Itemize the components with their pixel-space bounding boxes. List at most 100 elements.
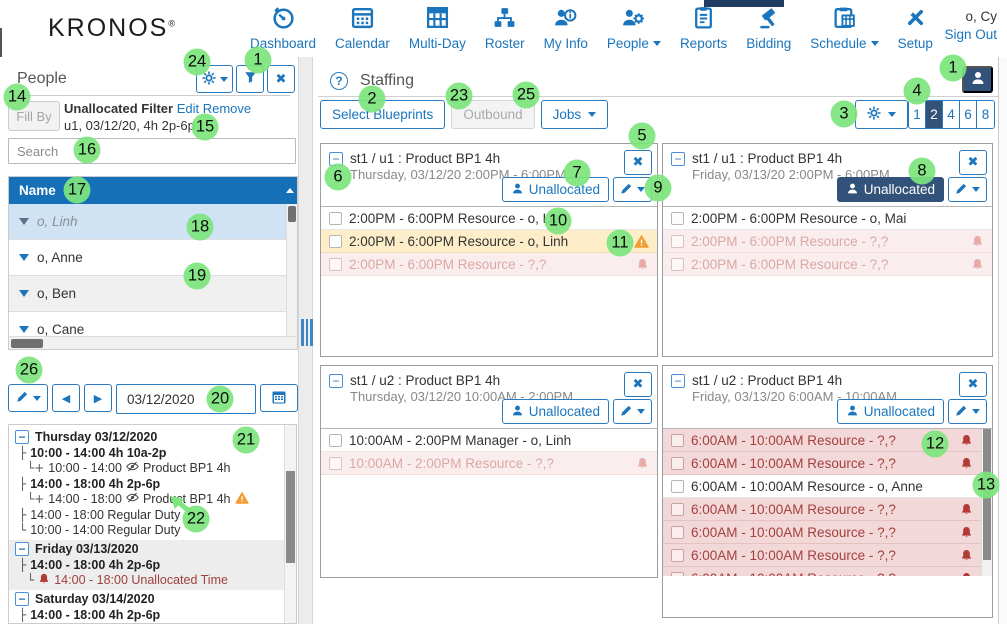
expand-triangle-icon[interactable] xyxy=(19,254,29,261)
nav-item-multi-day[interactable]: Multi-Day xyxy=(403,5,472,51)
shift-row[interactable]: 6:00AM - 10:00AM Resource - o, Anne xyxy=(663,475,981,498)
card-close-button[interactable]: ✖ xyxy=(959,150,987,175)
collapse-icon[interactable]: − xyxy=(671,151,685,166)
collapse-icon[interactable]: − xyxy=(15,430,29,444)
help-icon[interactable]: ? xyxy=(330,72,348,90)
people-panel-toggle-button[interactable] xyxy=(962,66,993,93)
tree-shift-item[interactable]: ├14:00 - 18:00 4h 2p-6p xyxy=(19,476,161,491)
filter-edit-link[interactable]: Edit xyxy=(176,101,200,116)
splitter-grip-icon[interactable] xyxy=(301,319,313,346)
shift-row-open[interactable]: 10:00AM - 2:00PM Resource - ?,? xyxy=(321,452,657,475)
shift-row-open[interactable]: 2:00PM - 6:00PM Resource - ?,? xyxy=(663,253,992,276)
tree-scrollbar[interactable] xyxy=(284,425,296,623)
row-checkbox[interactable] xyxy=(329,433,342,447)
date-picker-button[interactable] xyxy=(260,384,298,412)
tree-assignment-item[interactable]: └+ 14:00 - 18:00 Product BP1 4h xyxy=(15,491,290,508)
people-list-horizontal-scrollbar[interactable] xyxy=(9,336,297,349)
tree-assignment-item[interactable]: └+ 10:00 - 14:00 Product BP1 4h xyxy=(27,461,231,476)
row-checkbox[interactable] xyxy=(671,234,684,248)
nav-item-setup[interactable]: Setup xyxy=(892,5,939,51)
tree-unallocated-item[interactable]: └ 14:00 - 18:00 Unallocated Time xyxy=(27,573,228,588)
sign-out-link[interactable]: Sign Out xyxy=(944,27,997,42)
people-gear-dropdown-button[interactable] xyxy=(196,65,233,93)
shift-row-open[interactable]: 2:00PM - 6:00PM Resource - ?,? xyxy=(663,230,992,253)
shift-row[interactable]: 2:00PM - 6:00PM Resource - o, Mai xyxy=(663,207,992,230)
tree-shift-item[interactable]: ├10:00 - 14:00 4h 10a-2p xyxy=(19,445,167,460)
row-checkbox[interactable] xyxy=(329,456,342,470)
date-input[interactable] xyxy=(116,384,256,414)
shift-row-alert[interactable]: 6:00AM - 10:00AM Resource - ?,? xyxy=(663,498,981,521)
tree-shift-item[interactable]: ├14:00 - 18:00 4h 2p-6p xyxy=(19,557,161,572)
staffing-gear-dropdown-button[interactable] xyxy=(855,100,908,129)
schedule-edit-dropdown-button[interactable] xyxy=(8,384,48,412)
card-scrollbar[interactable] xyxy=(981,429,992,576)
name-column-header[interactable]: Name xyxy=(9,177,297,204)
collapse-icon[interactable]: − xyxy=(15,542,29,556)
collapse-icon[interactable]: − xyxy=(329,373,343,388)
row-checkbox[interactable] xyxy=(671,257,684,271)
nav-item-people[interactable]: People xyxy=(601,5,667,51)
row-checkbox[interactable] xyxy=(671,525,684,539)
nav-item-calendar[interactable]: Calendar xyxy=(329,5,396,51)
card-edit-dropdown-button[interactable] xyxy=(948,177,987,202)
row-checkbox[interactable] xyxy=(329,257,342,271)
shift-row-alert[interactable]: 6:00AM - 10:00AM Resource - ?,? xyxy=(663,429,981,452)
expand-triangle-icon[interactable] xyxy=(19,290,29,297)
nav-item-reports[interactable]: Reports xyxy=(674,5,733,51)
row-checkbox[interactable] xyxy=(329,211,342,225)
next-day-button[interactable]: ▶ xyxy=(84,384,112,412)
row-checkbox[interactable] xyxy=(671,433,684,447)
panel-splitter[interactable] xyxy=(298,57,313,624)
person-row-ben[interactable]: o, Ben xyxy=(9,276,297,312)
row-checkbox[interactable] xyxy=(671,571,684,576)
nav-item-bidding[interactable]: Bidding xyxy=(740,5,797,51)
shift-row-open[interactable]: 2:00PM - 6:00PM Resource - ?,? xyxy=(321,253,657,276)
nav-item-roster[interactable]: Roster xyxy=(479,5,531,51)
page-scrollbar[interactable] xyxy=(998,57,1007,624)
card-close-button[interactable]: ✖ xyxy=(624,150,652,175)
pager-option-4[interactable]: 4 xyxy=(943,101,960,128)
row-checkbox[interactable] xyxy=(671,502,684,516)
unallocated-toggle-button[interactable]: Unallocated xyxy=(501,399,609,424)
tree-day-header[interactable]: − Thursday 03/12/2020 xyxy=(15,429,290,445)
shift-row-selected[interactable]: 2:00PM - 6:00PM Resource - o, Linh xyxy=(321,230,657,253)
pager-option-6[interactable]: 6 xyxy=(960,101,977,128)
tree-day-header[interactable]: − Saturday 03/14/2020 xyxy=(15,591,290,607)
shift-row-alert-clipped[interactable]: 6:00AM - 10:00AM Resource - ?,? xyxy=(663,567,981,576)
row-checkbox[interactable] xyxy=(671,479,684,493)
unallocated-toggle-button[interactable]: Unallocated xyxy=(501,177,609,202)
people-list-vertical-scrollbar[interactable] xyxy=(286,204,297,336)
shift-row[interactable]: 2:00PM - 6:00PM Resource - o, Liz xyxy=(321,207,657,230)
unallocated-toggle-button[interactable]: Unallocated xyxy=(836,399,944,424)
pager-option-2[interactable]: 2 xyxy=(926,101,943,128)
tree-shift-item[interactable]: ├14:00 - 18:00 4h 2p-6p xyxy=(19,607,161,622)
row-checkbox[interactable] xyxy=(329,234,342,248)
shift-row-alert[interactable]: 6:00AM - 10:00AM Resource - ?,? xyxy=(663,521,981,544)
card-edit-dropdown-button[interactable] xyxy=(948,399,987,424)
people-panel-close-button[interactable]: ✖ xyxy=(267,65,295,93)
nav-item-my-info[interactable]: My Info xyxy=(538,5,594,51)
expand-triangle-icon[interactable] xyxy=(19,326,29,333)
pager-option-1[interactable]: 1 xyxy=(909,101,926,128)
shift-row[interactable]: 10:00AM - 2:00PM Manager - o, Linh xyxy=(321,429,657,452)
card-close-button[interactable]: ✖ xyxy=(624,372,652,397)
collapse-icon[interactable]: − xyxy=(671,373,685,388)
expand-triangle-icon[interactable] xyxy=(19,218,29,225)
card-edit-dropdown-button[interactable] xyxy=(613,399,652,424)
jobs-dropdown-button[interactable]: Jobs xyxy=(540,100,609,129)
search-input[interactable] xyxy=(8,138,296,164)
previous-day-button[interactable]: ◀ xyxy=(52,384,80,412)
pager-option-8[interactable]: 8 xyxy=(977,101,994,128)
tree-duty-item[interactable]: ├14:00 - 18:00 Regular Duty xyxy=(19,507,181,522)
card-close-button[interactable]: ✖ xyxy=(959,372,987,397)
filter-remove-link[interactable]: Remove xyxy=(202,101,252,116)
row-checkbox[interactable] xyxy=(671,456,684,470)
tree-duty-item[interactable]: └10:00 - 14:00 Regular Duty xyxy=(19,523,181,538)
nav-item-schedule[interactable]: Schedule xyxy=(804,5,884,51)
row-checkbox[interactable] xyxy=(671,211,684,225)
person-row-anne[interactable]: o, Anne xyxy=(9,240,297,276)
person-row-linh[interactable]: o, Linh xyxy=(9,204,297,240)
row-checkbox[interactable] xyxy=(671,548,684,562)
shift-row-alert[interactable]: 6:00AM - 10:00AM Resource - ?,? xyxy=(663,452,981,475)
tree-day-header[interactable]: − Friday 03/13/2020 xyxy=(15,541,290,557)
